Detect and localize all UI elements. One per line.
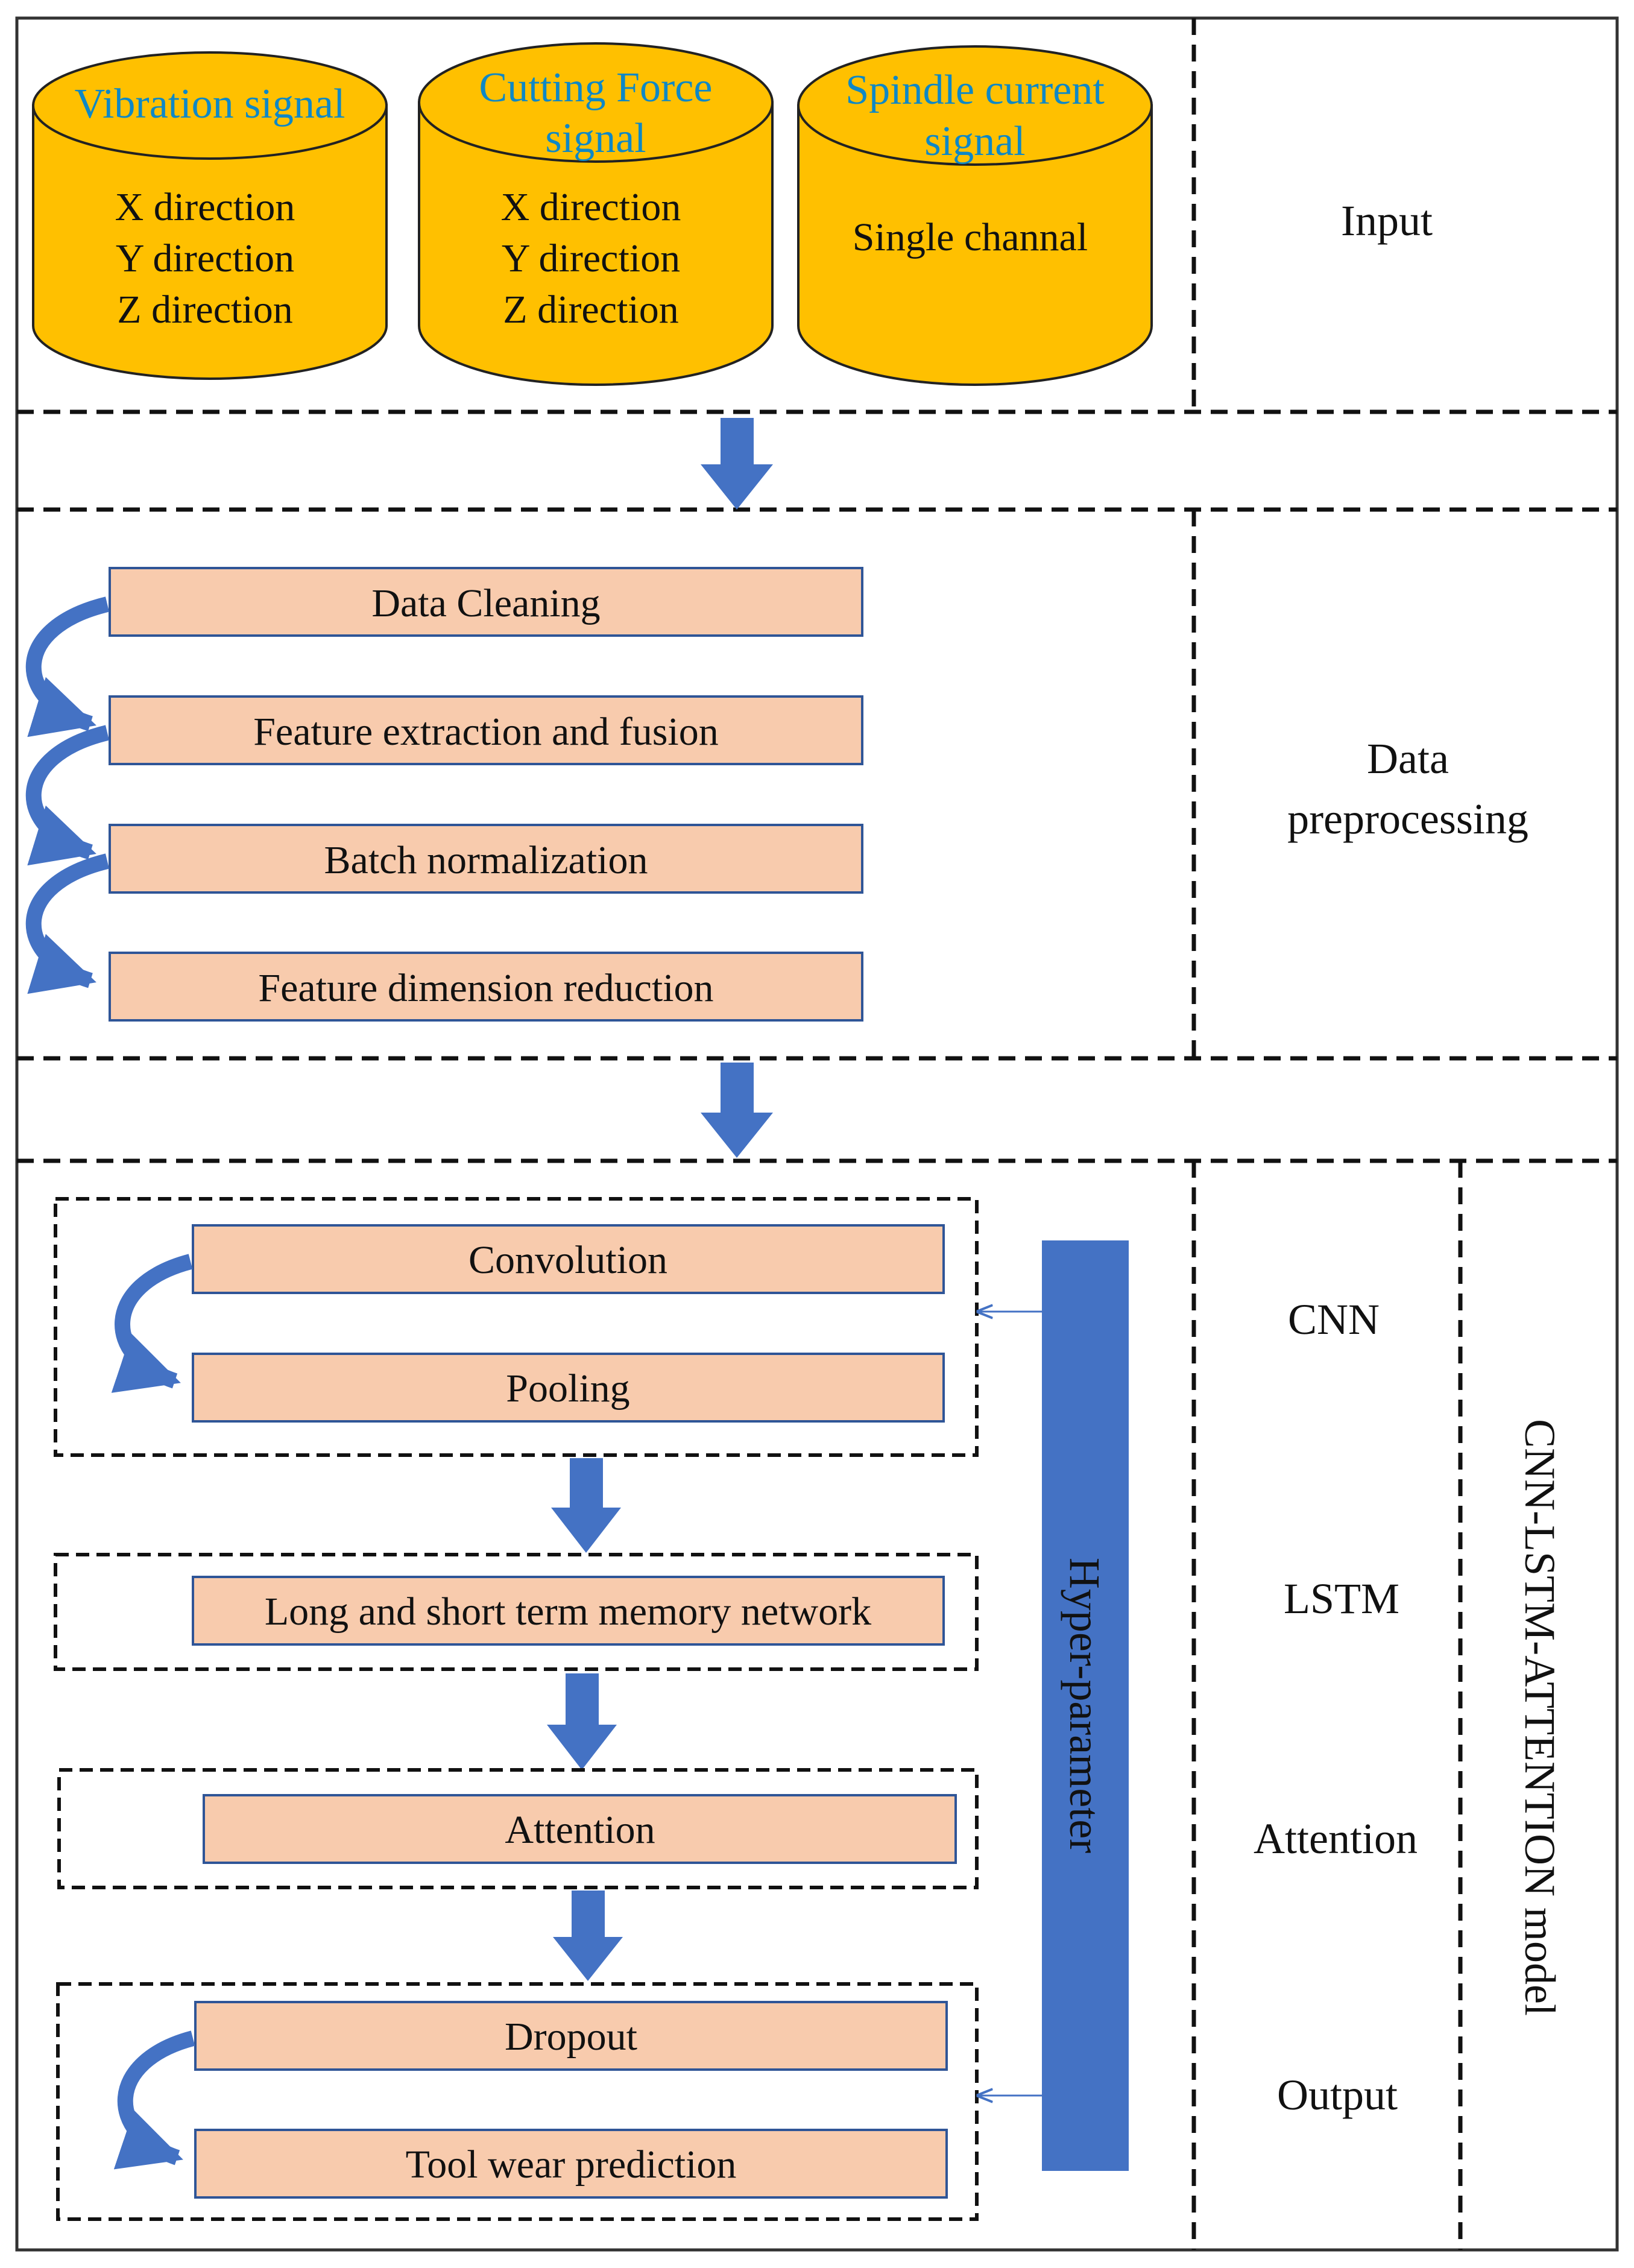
preprocessing-curved-arrows — [25, 596, 110, 994]
curved-arrow-icon — [111, 1254, 193, 1393]
database-channel: Y direction — [116, 236, 294, 280]
flow-arrow-2 — [701, 1063, 773, 1158]
database-body — [418, 101, 774, 386]
database-title: Spindle current — [845, 67, 1105, 113]
database-channel: Z direction — [503, 288, 678, 332]
input-databases: Vibration signal X direction Y direction Z … — [32, 42, 1153, 386]
step-batch-normalization-label: Batch normalization — [324, 838, 648, 882]
lstm-group — [54, 1553, 979, 1671]
database-body — [797, 104, 1153, 386]
preprocessing-steps: Data Cleaning Feature extraction and fus… — [109, 567, 863, 1022]
curved-arrow-icon — [113, 2030, 195, 2170]
database-channel: X direction — [115, 185, 295, 229]
step-convolution-label: Convolution — [468, 1238, 667, 1282]
database-top — [418, 42, 774, 163]
section-dividers — [17, 18, 1617, 2250]
database-title: Vibration signal — [75, 81, 345, 127]
stage-label-cnn: CNN — [1288, 1295, 1380, 1344]
preprocessing-label-line-1: Data — [1367, 734, 1449, 783]
step-dropout-label: Dropout — [505, 2015, 637, 2059]
step-lstm: Long and short term memory network — [192, 1576, 945, 1646]
input-label: Input — [1341, 197, 1433, 245]
step-attention: Attention — [203, 1794, 957, 1864]
stage-label-attention: Attention — [1254, 1815, 1418, 1863]
flow-arrow-4 — [547, 1673, 617, 1770]
step-batch-normalization: Batch normalization — [109, 824, 863, 894]
outer-border — [15, 16, 1619, 2252]
step-tool-wear-prediction: Tool wear prediction — [194, 2129, 948, 2199]
database-top — [797, 45, 1153, 166]
curved-arrow-icon — [25, 596, 110, 738]
step-data-cleaning: Data Cleaning — [109, 567, 863, 637]
stage-label-output: Output — [1277, 2071, 1398, 2119]
database-body — [32, 104, 388, 380]
step-feature-dimension-reduction-label: Feature dimension reduction — [258, 966, 713, 1010]
step-attention-label: Attention — [505, 1808, 655, 1852]
database-channel: Z direction — [117, 288, 292, 332]
flow-arrow-3 — [551, 1458, 621, 1553]
preprocessing-label-line-2: preprocessing — [1287, 795, 1528, 843]
model-label: CNN-LSTM-ATTENTION model — [1516, 1419, 1564, 2016]
database-channel: X direction — [501, 185, 681, 229]
step-convolution: Convolution — [192, 1224, 945, 1294]
step-feature-extraction-label: Feature extraction and fusion — [253, 710, 719, 754]
step-feature-extraction: Feature extraction and fusion — [109, 695, 863, 765]
attention-group — [57, 1768, 979, 1889]
step-feature-dimension-reduction: Feature dimension reduction — [109, 952, 863, 1022]
hyper-parameter-label: Hyper-parameter — [1061, 1558, 1109, 1853]
curved-arrow-icon — [25, 853, 110, 994]
database-channel: Y direction — [502, 236, 680, 280]
database-title: signal — [924, 118, 1025, 165]
database-title: signal — [545, 115, 646, 162]
step-pooling-label: Pooling — [506, 1366, 629, 1410]
database-channel: Single channal — [853, 215, 1088, 259]
step-pooling: Pooling — [192, 1353, 945, 1423]
flow-arrow-1 — [701, 418, 773, 510]
step-tool-wear-prediction-label: Tool wear prediction — [406, 2143, 737, 2187]
flow-arrow-5 — [553, 1891, 623, 1981]
frame — [15, 16, 1619, 2252]
step-dropout: Dropout — [194, 2001, 948, 2071]
step-lstm-label: Long and short term memory network — [265, 1590, 871, 1634]
database-cylinder: Vibration signal X direction Y direction Z … — [32, 51, 388, 380]
stage-label-lstm: LSTM — [1284, 1575, 1399, 1623]
hyper-parameter-bar — [1042, 1240, 1129, 2171]
curved-arrow-icon — [25, 725, 110, 866]
database-top — [32, 51, 388, 160]
step-data-cleaning-label: Data Cleaning — [371, 581, 600, 625]
database-title: Cutting Force — [479, 65, 713, 111]
cnn-group — [54, 1197, 979, 1457]
